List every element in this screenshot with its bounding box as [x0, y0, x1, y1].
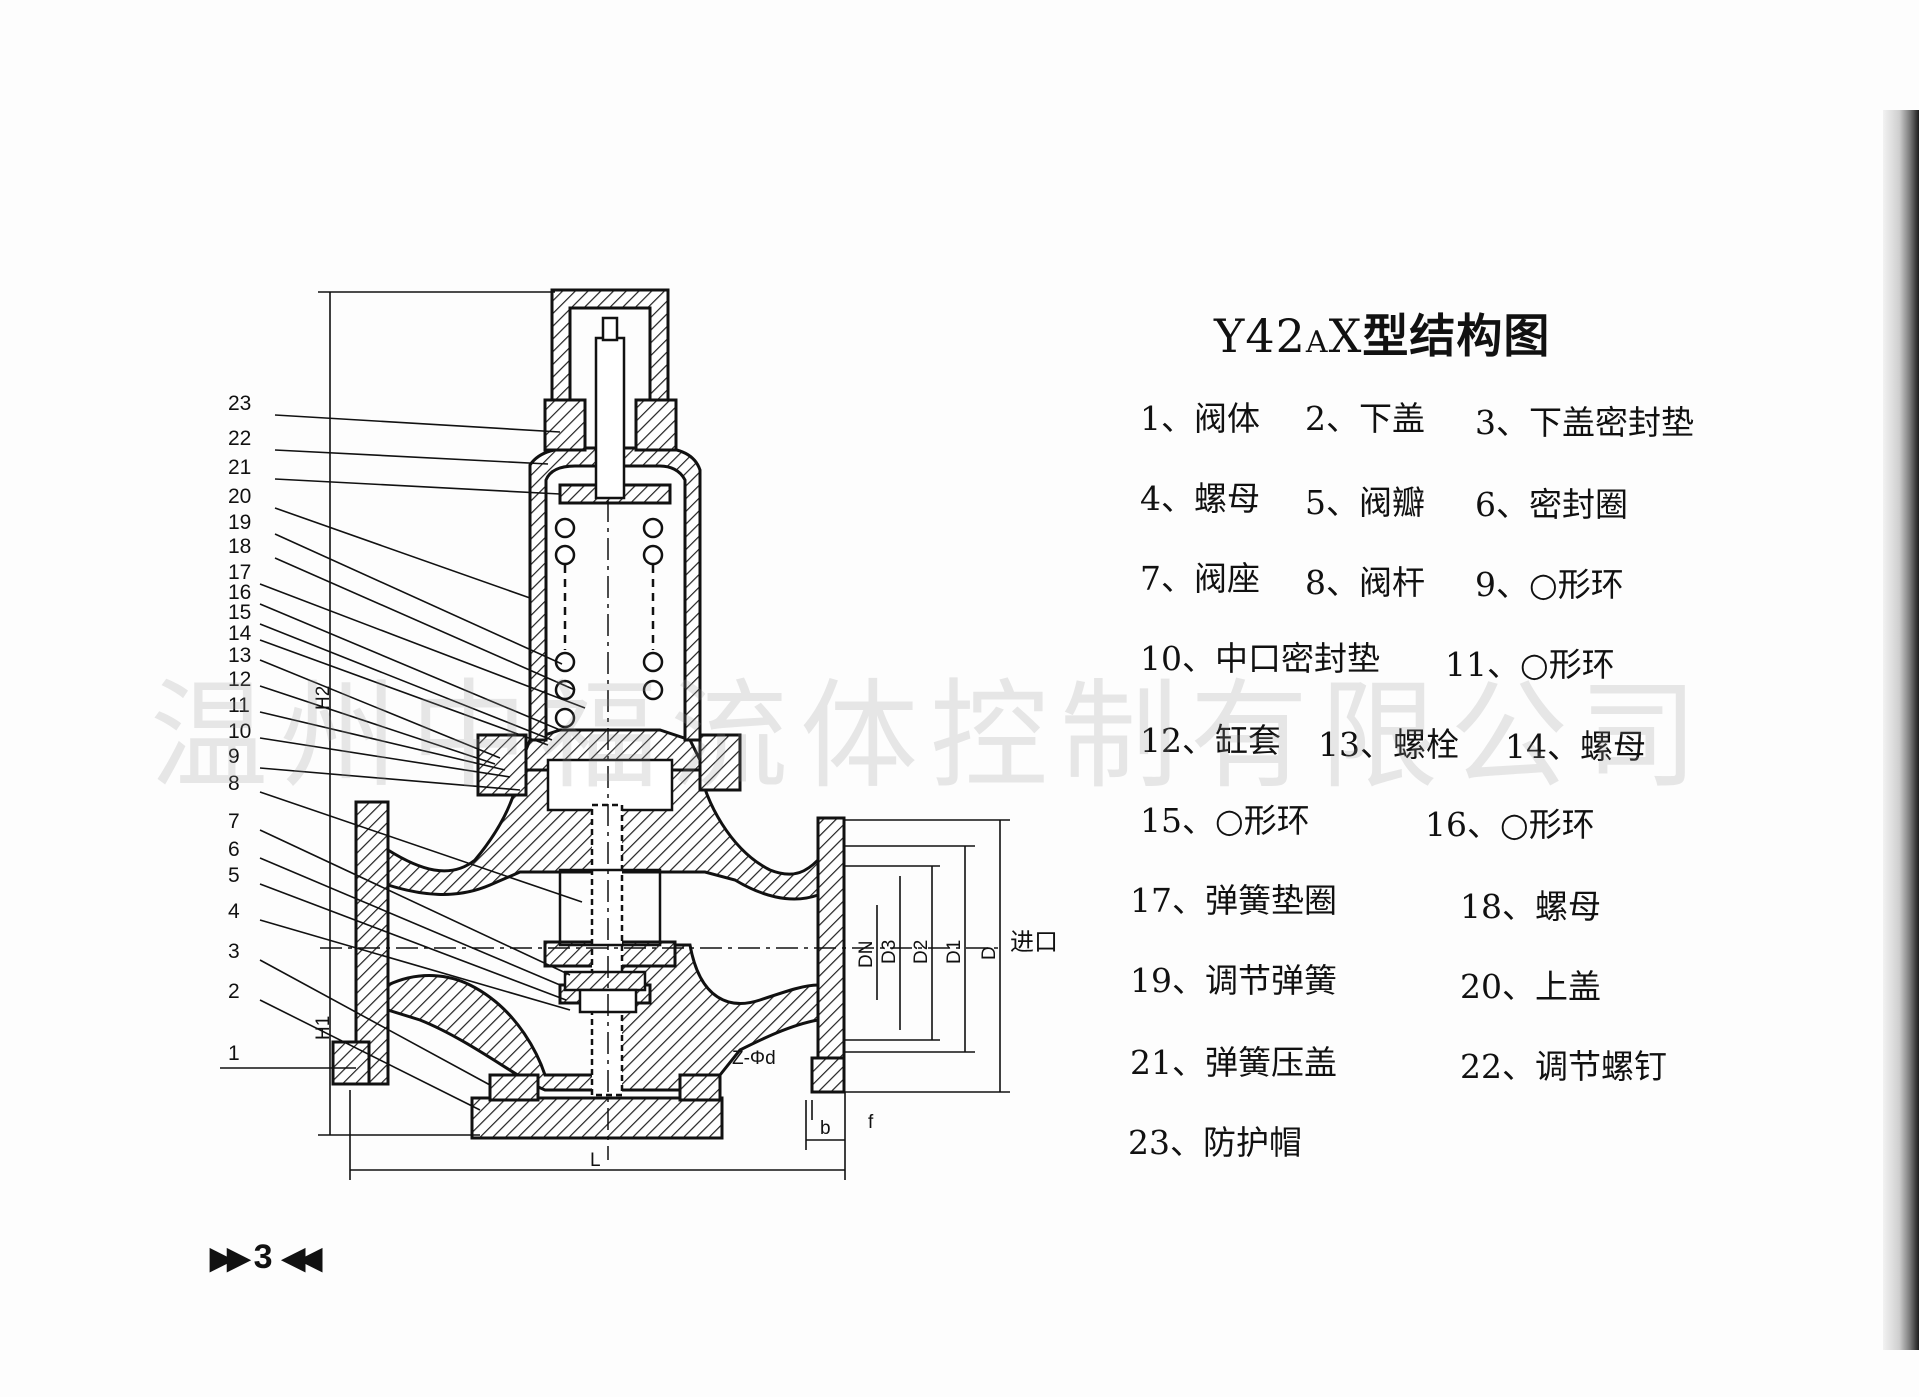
- legend-item: 6、密封圈: [1475, 485, 1628, 524]
- callout-12: 12: [228, 668, 251, 691]
- legend-item: 21、弹簧压盖: [1130, 1043, 1337, 1082]
- legend-item: 2、下盖: [1305, 399, 1425, 438]
- callout-4: 4: [228, 900, 240, 923]
- callout-3: 3: [228, 940, 240, 963]
- dim-f-label: f: [868, 1112, 874, 1133]
- title-model: Y42: [1214, 309, 1306, 363]
- dim-d2-label: D2: [911, 940, 932, 964]
- page-edge-shadow: [1883, 110, 1919, 1350]
- callout-16: 16: [228, 581, 251, 604]
- legend-item: 4、螺母: [1140, 479, 1260, 518]
- dimension-labels: H2 H1 L b f DN D3 D2 D1 D Z-Φd 进口: [313, 686, 1058, 1171]
- callout-7: 7: [228, 810, 240, 833]
- callout-6: 6: [228, 838, 240, 861]
- legend-item: 23、防护帽: [1128, 1123, 1302, 1162]
- callout-14: 14: [228, 622, 252, 645]
- legend-item: 15、○形环: [1140, 801, 1310, 840]
- legend-item: 5、阀瓣: [1305, 483, 1425, 522]
- page-number: 3: [253, 1238, 273, 1276]
- callout-1: 1: [228, 1042, 240, 1065]
- dim-b-label: b: [820, 1118, 831, 1139]
- callout-20: 20: [228, 485, 251, 508]
- callout-2: 2: [228, 980, 240, 1003]
- page-number-marker: ▶▶ 3 ◀◀: [210, 1238, 322, 1277]
- legend-item: 22、调节螺钉: [1460, 1047, 1667, 1086]
- title-model-sub: A: [1305, 325, 1329, 360]
- forward-arrows-icon: ▶▶: [210, 1242, 250, 1275]
- legend-item: 14、螺母: [1505, 727, 1646, 766]
- legend-item: 8、阀杆: [1305, 563, 1425, 602]
- callout-23: 23: [228, 392, 251, 415]
- legend-item: 16、○形环: [1425, 805, 1595, 844]
- callout-17: 17: [228, 561, 251, 584]
- diagram-title: Y42AX型结构图: [1214, 300, 1550, 366]
- legend-item: 9、○形环: [1475, 565, 1624, 604]
- legend-item: 11、○形环: [1445, 645, 1615, 684]
- callout-19: 19: [228, 511, 251, 534]
- callout-11: 11: [228, 694, 250, 717]
- legend-item: 10、中口密封垫: [1140, 639, 1380, 678]
- legend-item: 3、下盖密封垫: [1475, 403, 1694, 442]
- callout-15: 15: [228, 601, 251, 624]
- legend-item: 20、上盖: [1460, 967, 1601, 1006]
- dim-d1-label: D1: [944, 940, 965, 964]
- title-model-x: X: [1328, 309, 1363, 363]
- inlet-label: 进口: [1010, 929, 1058, 956]
- legend-item: 7、阀座: [1140, 559, 1260, 598]
- dim-zd-label: Z-Φd: [732, 1048, 776, 1069]
- callout-9: 9: [228, 745, 240, 768]
- callout-8: 8: [228, 772, 240, 795]
- dim-h1-label: H1: [313, 1016, 334, 1040]
- centerlines: [320, 500, 1000, 1160]
- legend-item: 1、阀体: [1140, 399, 1260, 438]
- callout-5: 5: [228, 864, 240, 887]
- callout-numbers: 23 22 21 20 19 18 17 16 15 14 13 12 11 1…: [228, 392, 252, 1065]
- legend-item: 19、调节弹簧: [1130, 961, 1337, 1000]
- dim-l-label: L: [590, 1150, 601, 1171]
- leader-lines: [220, 414, 586, 1111]
- legend-item: 18、螺母: [1460, 887, 1601, 926]
- backward-arrows-icon: ◀◀: [281, 1242, 322, 1275]
- legend-item: 17、弹簧垫圈: [1130, 881, 1337, 920]
- callout-18: 18: [228, 535, 251, 558]
- callout-21: 21: [228, 456, 251, 479]
- dim-h2-label: H2: [313, 686, 334, 710]
- title-text: 型结构图: [1362, 309, 1551, 363]
- callout-13: 13: [228, 644, 251, 667]
- callout-10: 10: [228, 720, 251, 743]
- legend-item: 13、螺栓: [1318, 725, 1459, 764]
- callout-22: 22: [228, 427, 251, 450]
- dim-dn-label: DN: [856, 941, 877, 968]
- legend-item: 12、缸套: [1140, 721, 1281, 760]
- dim-d3-label: D3: [879, 940, 900, 964]
- dim-d-label: D: [979, 946, 1000, 960]
- dimension-lines: [318, 291, 1010, 1180]
